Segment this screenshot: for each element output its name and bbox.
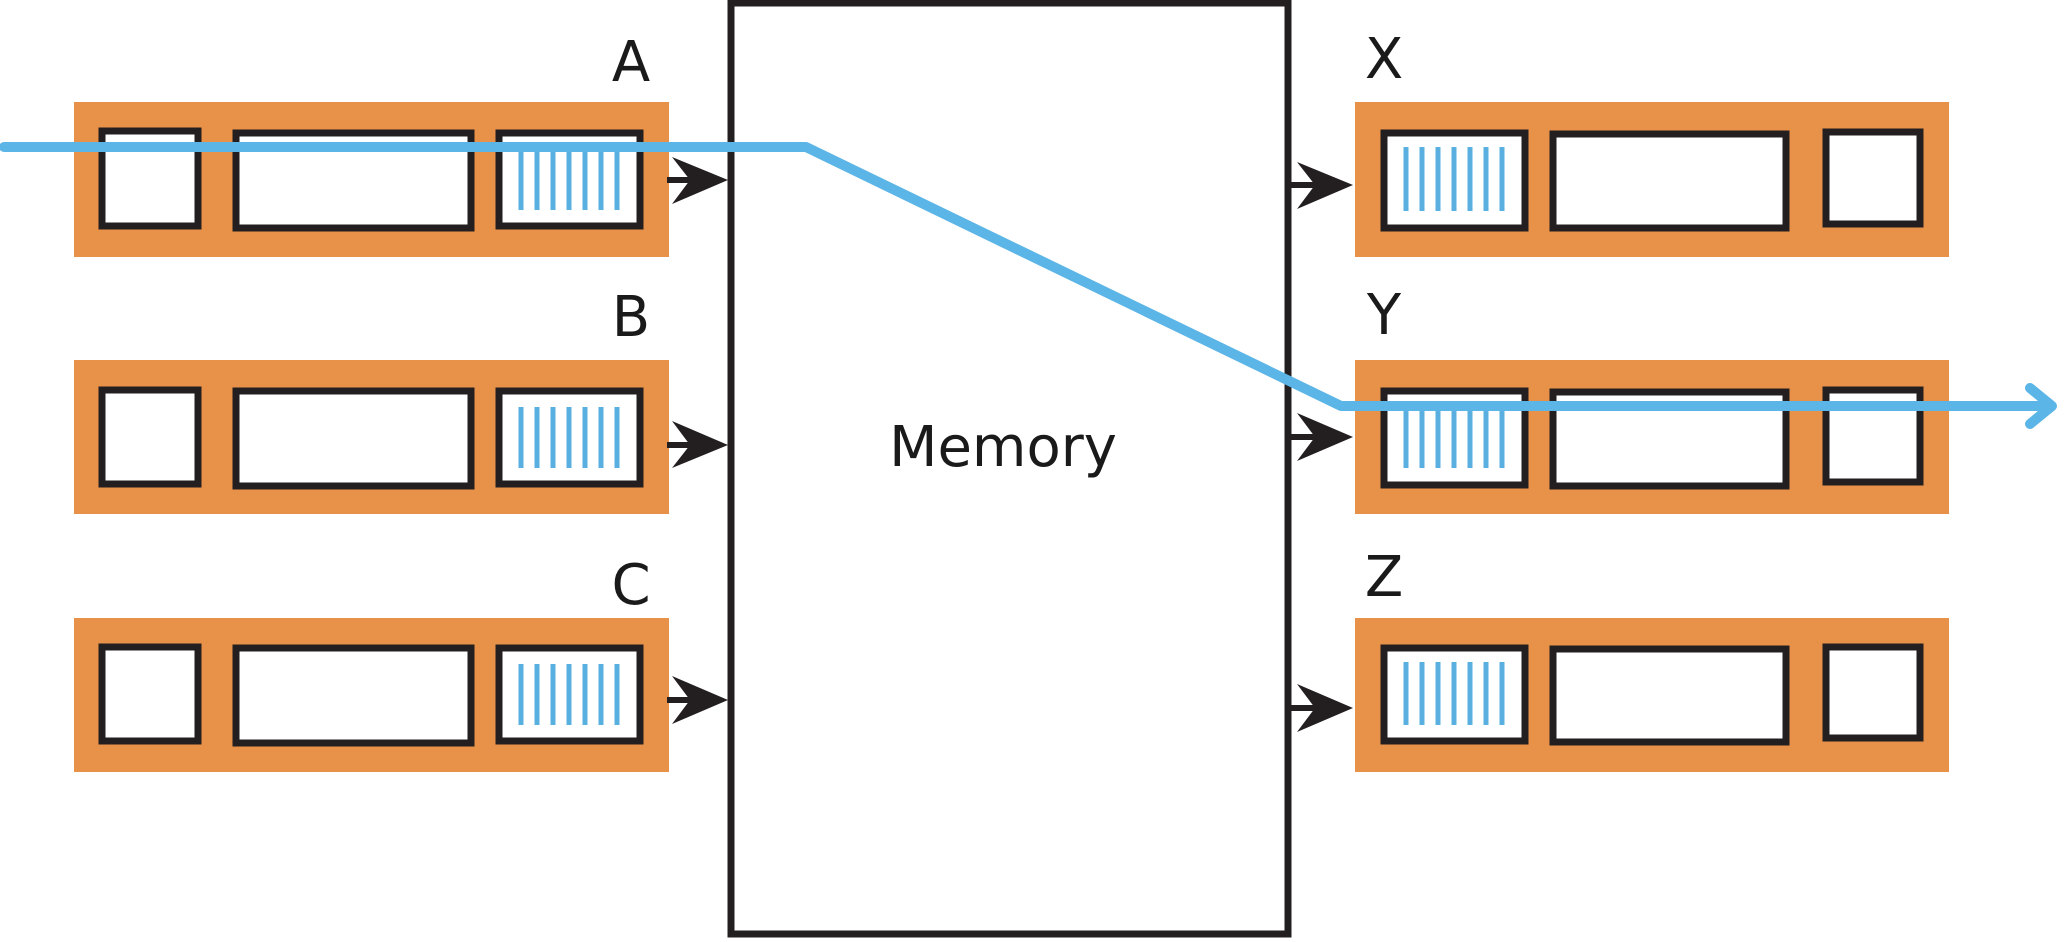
- port-cell-small: [98, 643, 202, 745]
- arrow-into-memory: [667, 157, 728, 204]
- packet-bits: [1403, 147, 1505, 211]
- input-port-c: C: [74, 553, 728, 772]
- port-label-b: B: [612, 285, 650, 350]
- arrow-into-memory: [667, 421, 728, 468]
- output-port-x: X: [1290, 27, 1949, 257]
- memory-label: Memory: [889, 415, 1117, 480]
- packet-path: [0, 142, 2057, 429]
- port-cell-small: [1822, 643, 1924, 742]
- port-label-c: C: [611, 553, 650, 618]
- arrow-out-of-memory: [1290, 413, 1353, 461]
- packet-bits: [518, 150, 620, 210]
- arrow-out-of-memory: [1290, 162, 1353, 209]
- arrow-into-memory: [667, 676, 728, 724]
- port-label-y: Y: [1366, 283, 1402, 348]
- output-port-y: Y: [1290, 283, 1949, 514]
- packet-bits: [1403, 662, 1505, 725]
- packet-path-line: [0, 142, 2055, 411]
- port-cell-wide: [1549, 645, 1790, 746]
- packet-bits: [1403, 405, 1505, 468]
- input-port-b: B: [74, 285, 728, 514]
- packet-bits: [518, 407, 620, 468]
- memory-block: Memory: [727, 0, 1292, 938]
- output-port-z: Z: [1290, 545, 1949, 772]
- port-label-x: X: [1365, 27, 1403, 92]
- packet-path-arrowhead: [2025, 383, 2057, 429]
- port-cell-small: [1822, 128, 1924, 228]
- port-cell-small: [98, 386, 202, 488]
- port-cell-wide: [1549, 130, 1790, 232]
- port-cell-wide: [232, 644, 475, 747]
- port-cell-wide: [232, 387, 475, 490]
- packet-bits: [518, 664, 620, 725]
- port-label-z: Z: [1365, 545, 1403, 610]
- port-label-a: A: [612, 30, 650, 95]
- arrow-out-of-memory: [1290, 684, 1353, 732]
